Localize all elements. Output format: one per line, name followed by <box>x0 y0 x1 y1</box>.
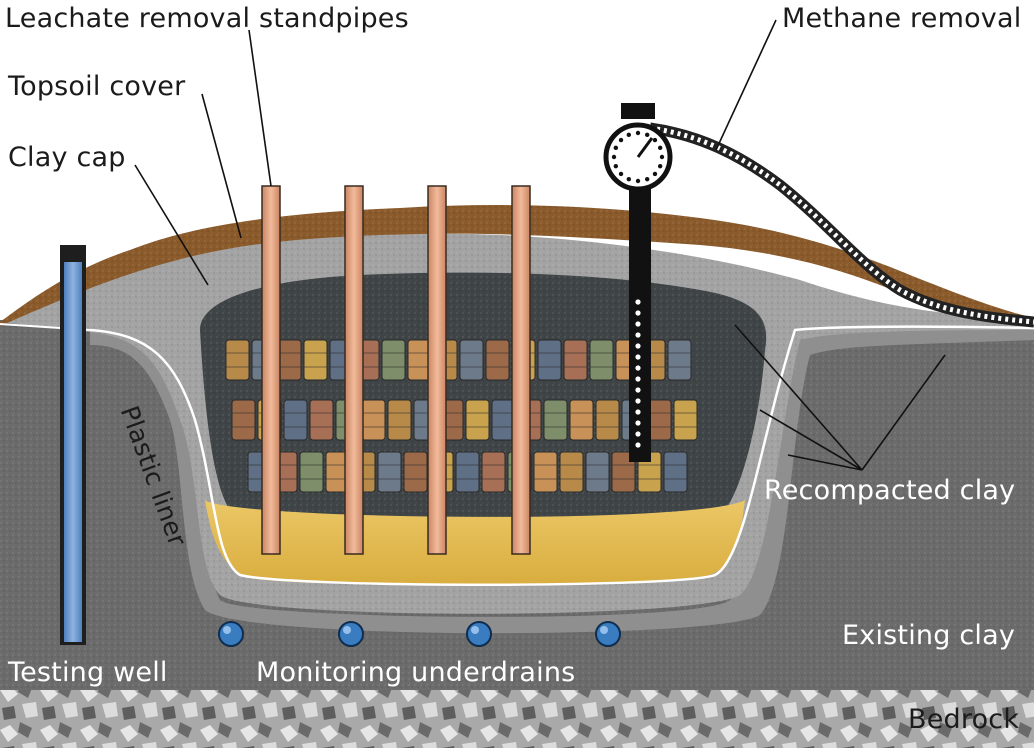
underdrains <box>218 621 621 647</box>
methane-pipe <box>629 150 651 462</box>
waste-drum <box>387 399 412 441</box>
underdrain <box>595 621 621 647</box>
label-clay-cap: Clay cap <box>8 142 126 173</box>
bedrock-layer <box>0 690 1034 748</box>
label-bedrock: Bedrock <box>908 704 1020 735</box>
waste-drum <box>459 339 484 381</box>
testing-well <box>60 245 86 645</box>
waste-drum <box>537 339 562 381</box>
waste-drum <box>595 399 620 441</box>
waste-drum <box>309 399 334 441</box>
label-leachate-standpipes: Leachate removal standpipes <box>5 3 409 34</box>
waste-drum <box>361 399 386 441</box>
leachate-standpipes <box>261 185 531 555</box>
waste-drum <box>455 451 480 493</box>
waste-drum <box>481 451 506 493</box>
waste-drum <box>403 451 428 493</box>
leader-lines <box>134 19 777 286</box>
waste-drum <box>673 399 698 441</box>
waste-drum <box>585 451 610 493</box>
waste-drums <box>225 339 698 493</box>
waste-drum <box>663 451 688 493</box>
underdrain <box>466 621 492 647</box>
waste-drum <box>231 399 256 441</box>
waste-drum <box>283 399 308 441</box>
label-methane-removal: Methane removal <box>782 3 1022 34</box>
label-monitoring-underdrains: Monitoring underdrains <box>256 657 576 688</box>
standpipe <box>427 185 447 555</box>
recompacted-clay-band <box>90 325 1034 634</box>
waste-drum <box>303 339 328 381</box>
waste-drum <box>485 339 510 381</box>
waste-drum <box>543 399 568 441</box>
well-water <box>64 262 82 642</box>
gravel-base-layer <box>205 500 745 586</box>
underdrain <box>338 621 364 647</box>
label-testing-well: Testing well <box>8 657 168 688</box>
standpipe <box>511 185 531 555</box>
standpipe <box>344 185 364 555</box>
waste-drum <box>225 339 250 381</box>
label-recompacted-clay: Recompacted clay <box>764 475 1016 506</box>
waste-drum <box>377 451 402 493</box>
label-topsoil-cover: Topsoil cover <box>8 71 186 102</box>
waste-drum <box>299 451 324 493</box>
waste-drum <box>563 339 588 381</box>
recompacted-leaders <box>734 324 946 471</box>
label-existing-clay: Existing clay <box>842 620 1015 651</box>
waste-drum <box>277 339 302 381</box>
plastic-liner <box>89 325 1034 586</box>
waste-drum <box>465 399 490 441</box>
underdrain <box>218 621 244 647</box>
standpipe <box>261 185 281 555</box>
waste-drum <box>559 451 584 493</box>
waste-drum <box>533 451 558 493</box>
waste-drum <box>589 339 614 381</box>
waste-drum <box>647 399 672 441</box>
waste-drum <box>569 399 594 441</box>
waste-drum <box>381 339 406 381</box>
waste-drum <box>667 339 692 381</box>
